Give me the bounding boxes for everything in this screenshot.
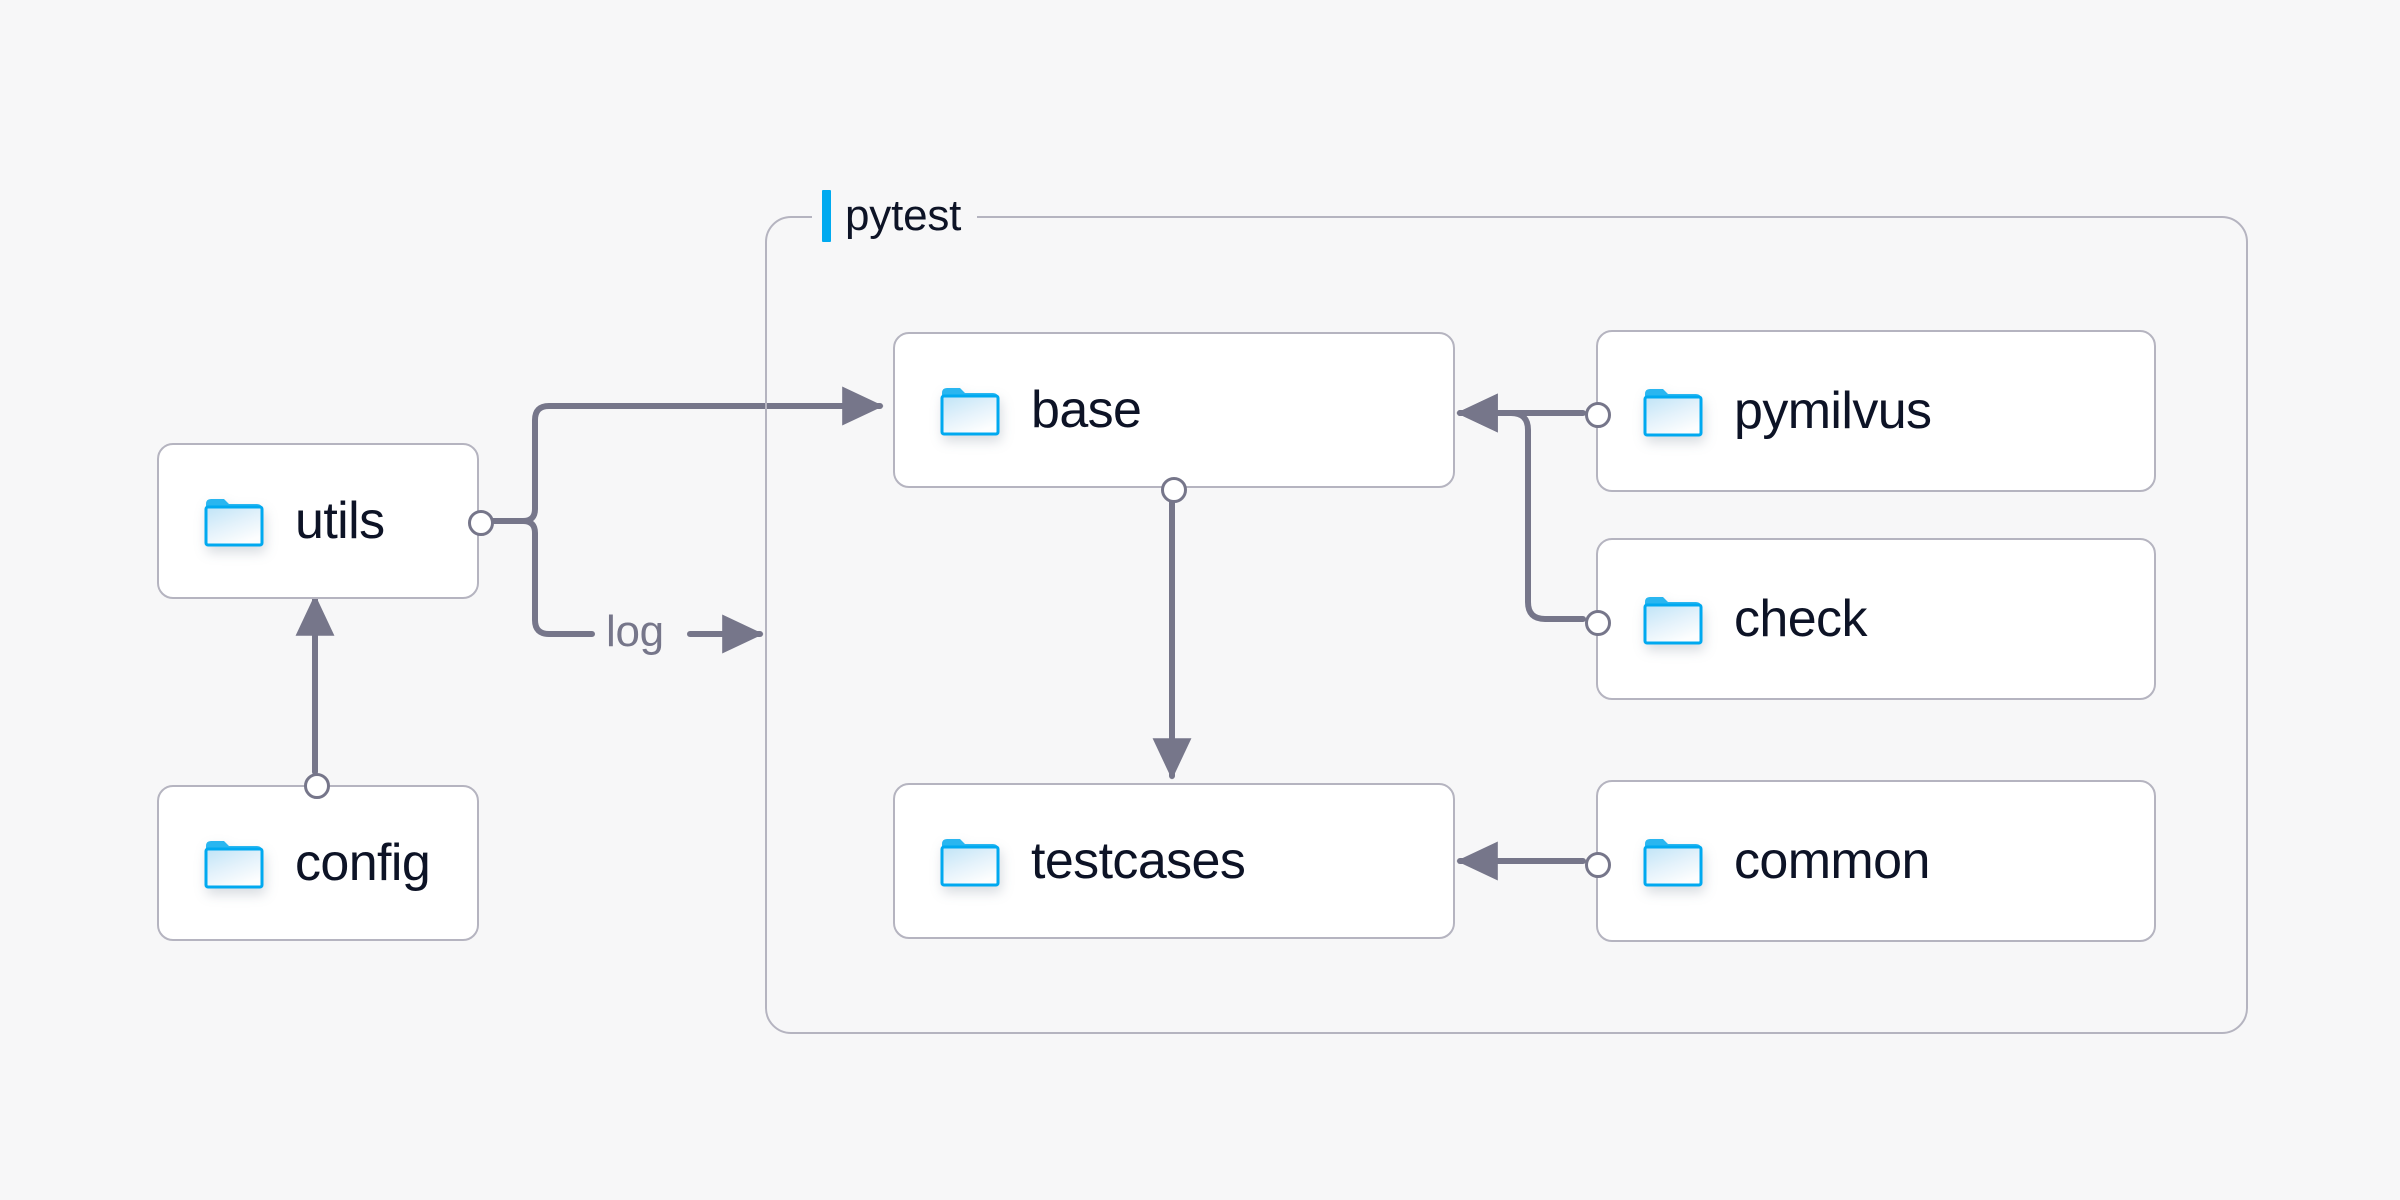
node-handle-left[interactable] [1585,402,1611,428]
node-handle-left[interactable] [1585,852,1611,878]
group-accent-bar [822,190,831,242]
edge-label-log: log [598,610,672,654]
folder-icon [939,383,1001,437]
folder-icon [1642,384,1704,438]
node-label: base [1031,381,1142,439]
folder-icon [1642,592,1704,646]
node-label: utils [295,492,385,550]
node-check[interactable]: check [1585,538,2156,700]
node-utils[interactable]: utils [157,443,494,599]
node-handle-bottom[interactable] [1161,477,1187,503]
group-label-pytest[interactable]: pytest [812,188,978,244]
group-label-text: pytest [845,191,962,240]
node-handle-left[interactable] [1585,610,1611,636]
folder-icon [1642,834,1704,888]
node-handle-top[interactable] [304,773,330,799]
group-container-pytest[interactable] [765,216,2248,1034]
node-label: check [1734,590,1867,648]
node-base[interactable]: base [893,332,1455,503]
node-label: common [1734,832,1930,890]
folder-icon [203,494,265,548]
folder-icon [203,836,265,890]
node-label: pymilvus [1734,382,1932,440]
node-config[interactable]: config [157,773,479,941]
node-testcases[interactable]: testcases [893,783,1455,939]
node-common[interactable]: common [1585,780,2156,942]
node-label: config [295,834,431,892]
folder-icon [939,834,1001,888]
node-handle-right[interactable] [468,510,494,536]
edge-utils-to-log [484,518,595,637]
node-pymilvus[interactable]: pymilvus [1585,330,2156,492]
node-label: testcases [1031,832,1246,890]
